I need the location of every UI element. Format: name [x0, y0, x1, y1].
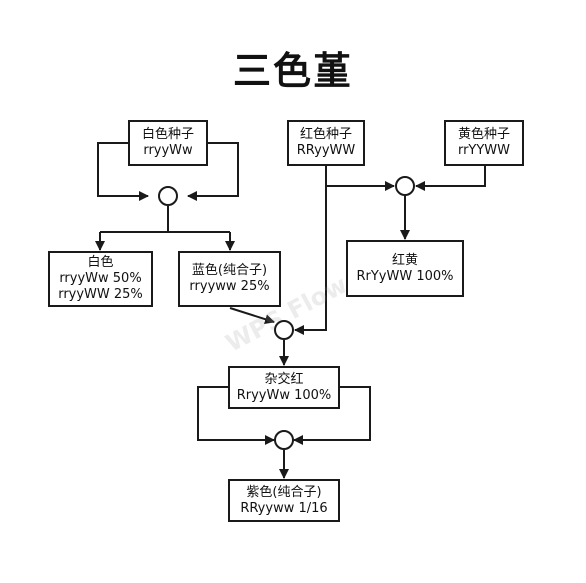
node-hybrid-red[interactable]: 杂交红 RryyWw 100% — [228, 366, 340, 409]
node-white-line1: rryyWw 50% — [59, 271, 142, 286]
node-hybrid-red-name: 杂交红 — [264, 371, 304, 387]
node-white-name: 白色 — [87, 255, 114, 270]
node-blue[interactable]: 蓝色(纯合子) rryyww 25% — [178, 251, 281, 307]
node-white-seed-name: 白色种子 — [141, 127, 194, 142]
edge-hybrid-right — [293, 386, 371, 445]
node-red-seed[interactable]: 红色种子 RRyyWW — [287, 120, 365, 166]
edge-red-to-join3 — [294, 186, 327, 335]
edge-yellow-to-join2 — [415, 165, 486, 191]
node-white-line2: rryyWW 25% — [58, 287, 143, 302]
node-yellow-seed[interactable]: 黄色种子 rrYYWW — [444, 120, 524, 166]
node-blue-name: 蓝色(纯合子) — [191, 263, 268, 278]
edge-white-seed-right — [187, 142, 239, 201]
node-purple[interactable]: 紫色(纯合子) RRyyww 1/16 — [228, 479, 340, 522]
node-red-seed-genotype: RRyyWW — [296, 143, 356, 158]
node-red-seed-name: 红色种子 — [299, 127, 352, 142]
edge-blue-to-join3 — [229, 307, 275, 325]
cross-join-purple — [274, 430, 294, 450]
node-purple-line1: RRyyww 1/16 — [240, 500, 328, 516]
cross-join-hybrid — [274, 320, 294, 340]
node-purple-name: 紫色(纯合子) — [246, 484, 322, 500]
edge-white-seed-left — [97, 142, 149, 201]
node-white[interactable]: 白色 rryyWw 50% rryyWW 25% — [48, 251, 153, 307]
node-yellow-seed-name: 黄色种子 — [457, 127, 510, 142]
node-red-yellow-line1: RrYyWW 100% — [356, 268, 454, 284]
node-red-yellow[interactable]: 红黄 RrYyWW 100% — [346, 240, 464, 297]
node-red-yellow-name: 红黄 — [391, 252, 418, 268]
diagram-title: 三色堇 — [232, 49, 353, 93]
cross-join-redyellow — [395, 176, 415, 196]
node-white-seed[interactable]: 白色种子 rryyWw — [128, 120, 208, 166]
node-white-seed-genotype: rryyWw — [143, 143, 193, 158]
edge-hybrid-left — [197, 386, 275, 445]
node-hybrid-red-line1: RryyWw 100% — [236, 387, 332, 403]
node-yellow-seed-genotype: rrYYWW — [457, 143, 511, 158]
edge-red-to-join2 — [325, 165, 395, 191]
cross-join-white — [158, 186, 178, 206]
node-blue-line1: rryyww 25% — [189, 279, 270, 294]
